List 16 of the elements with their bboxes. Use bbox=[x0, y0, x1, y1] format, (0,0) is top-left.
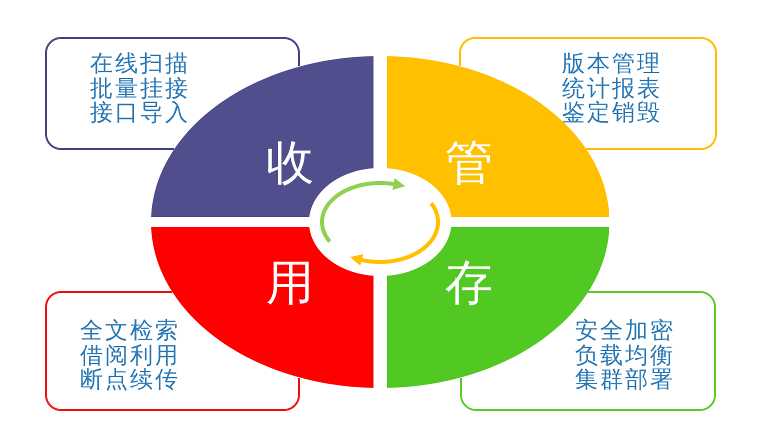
feature-text: 版本管理 bbox=[562, 51, 662, 76]
feature-text: 统计报表 bbox=[562, 76, 662, 100]
feature-text: 借阅利用 bbox=[80, 342, 180, 367]
feature-text: 鉴定销毁 bbox=[562, 100, 662, 124]
feature-text: 接口导入 bbox=[90, 100, 190, 124]
feature-text: 断点续传 bbox=[80, 367, 180, 392]
feature-text: 负载均衡 bbox=[575, 342, 675, 367]
quadrant-label: 收 bbox=[266, 140, 314, 188]
feature-text: 安全加密 bbox=[575, 318, 675, 342]
feature-text: 批量挂接 bbox=[90, 76, 190, 100]
feature-text: 在线扫描 bbox=[90, 51, 190, 76]
quadrant-label: 用 bbox=[266, 260, 314, 308]
feature-text: 集群部署 bbox=[575, 367, 675, 392]
quadrant-label: 存 bbox=[445, 260, 493, 308]
quadrant-label: 管 bbox=[445, 140, 493, 188]
feature-text: 全文检索 bbox=[80, 318, 180, 342]
